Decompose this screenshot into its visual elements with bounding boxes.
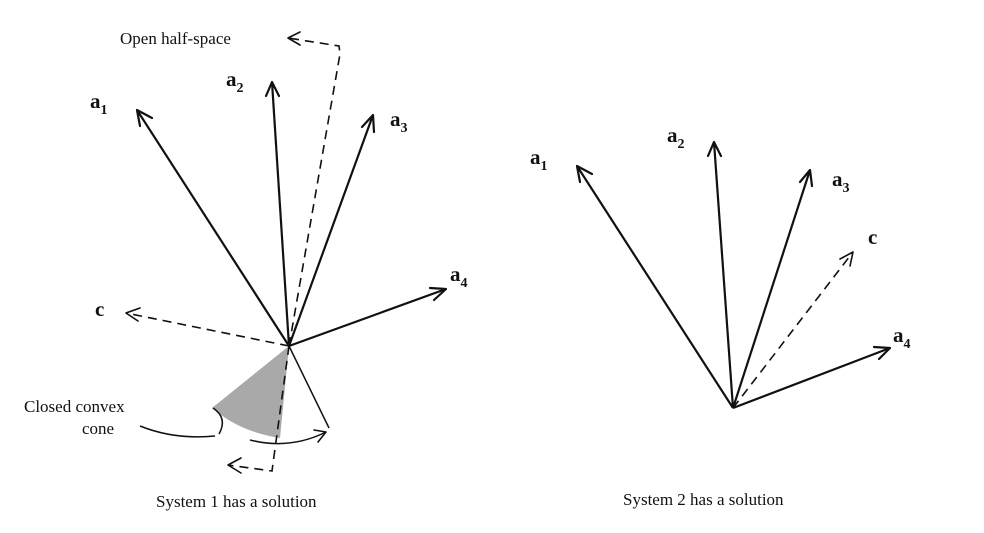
- label-a2: a2: [226, 67, 244, 96]
- arrowhead-c: [839, 251, 854, 267]
- label-a1: a1: [530, 145, 548, 174]
- label-open-half-space: Open half-space: [120, 29, 231, 48]
- arrowhead-open-half-space: [287, 31, 301, 46]
- caption-system1: System 1 has a solution: [156, 492, 317, 511]
- arrowhead-a3: [360, 113, 376, 134]
- arrowhead-a4: [428, 286, 448, 302]
- vector-a4: [288, 287, 447, 348]
- vector-a1: [136, 109, 290, 347]
- system1-figure: a1 a2 a3 a4 c Open half-space Closed con…: [24, 29, 468, 511]
- cone-bottom-arc: [249, 431, 327, 445]
- label-a4: a4: [893, 323, 911, 352]
- vector-a2: [270, 81, 291, 347]
- vector-c-dashed: [125, 312, 290, 347]
- cone-top-tick: [212, 407, 224, 435]
- caption-system2: System 2 has a solution: [623, 490, 784, 509]
- lower-dashed-line: [227, 345, 290, 472]
- label-a1: a1: [90, 89, 108, 118]
- label-c: c: [95, 297, 104, 321]
- cone-boundary-line: [288, 345, 330, 429]
- vector-c-dashed: [732, 251, 854, 409]
- label-a4: a4: [450, 262, 468, 291]
- arrowhead-a2: [264, 80, 281, 98]
- label-closed-convex-cone-line2: cone: [82, 419, 114, 438]
- arrowhead-a1: [135, 108, 154, 128]
- cone-curved-arrow: [139, 425, 216, 438]
- arrowhead-a3: [798, 168, 814, 188]
- arrowhead-a1: [575, 164, 594, 184]
- label-a3: a3: [390, 107, 408, 136]
- closed-convex-cone-region: [212, 346, 289, 438]
- vector-a2: [712, 141, 735, 409]
- label-c: c: [868, 225, 877, 249]
- label-a3: a3: [832, 167, 850, 196]
- vector-a1: [576, 165, 734, 409]
- label-a2: a2: [667, 123, 685, 152]
- arrowhead-c: [125, 307, 141, 322]
- label-closed-convex-cone-line1: Closed convex: [24, 397, 125, 416]
- vector-a3: [287, 114, 375, 347]
- arrowhead-lower-dashed: [227, 457, 242, 474]
- arrowhead-a4: [872, 345, 892, 361]
- vector-a4: [732, 346, 891, 410]
- system2-figure: a1 a2 a3 a4 c System 2 has a solution: [530, 123, 911, 509]
- vector-a3: [731, 169, 812, 409]
- arrowhead-cone-arc: [313, 429, 327, 443]
- arrowhead-a2: [706, 140, 723, 158]
- open-half-space-dashed-line: [287, 37, 341, 347]
